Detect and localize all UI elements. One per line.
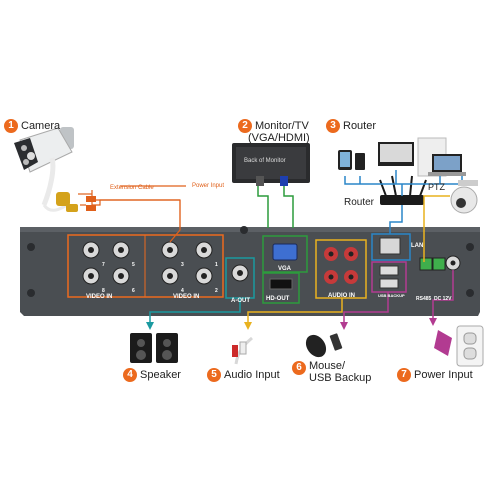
channel-number: 1: [215, 262, 218, 268]
audio-cable-icon: [232, 336, 253, 365]
video-in-left-label: VIDEO IN: [86, 294, 113, 300]
phone-icon: [355, 153, 365, 170]
callout-label-speaker: Speaker: [140, 369, 181, 381]
channel-number: 2: [215, 288, 218, 294]
rs485-label: RS485: [416, 296, 432, 302]
extension-cable-label: Extension Cable: [110, 185, 154, 191]
callout-label-monitor: Monitor/TV: [255, 120, 309, 132]
ptz-camera-icon: [450, 180, 478, 214]
callout-label-usb-backup: USB Backup: [309, 372, 372, 384]
callout-number-3: 3: [326, 119, 340, 133]
vga-label: VGA: [278, 266, 292, 272]
callout-label-audio-input: Audio Input: [224, 369, 280, 381]
router-icon: [379, 175, 427, 205]
camera-icon: [14, 127, 74, 206]
callout-number-1: 1: [4, 119, 18, 133]
monitor-icon: [232, 143, 310, 186]
usb-backup-label: USB BACKUP: [378, 293, 405, 298]
hd-out-label: HD-OUT: [266, 296, 290, 302]
callout-number-5: 5: [207, 368, 221, 382]
power-outlet-icon: [434, 325, 484, 367]
callout-number-6: 6: [292, 361, 306, 375]
channel-number: 7: [102, 262, 105, 268]
channel-number: 5: [132, 262, 135, 268]
callout-label-router: Router: [343, 120, 377, 132]
callout-label-camera: Camera: [21, 120, 61, 132]
dc12v-label: DC 12V: [434, 296, 452, 302]
channel-number: 8: [102, 288, 105, 294]
callout-label-monitor-sub: (VGA/HDMI): [248, 132, 310, 144]
callout-number-2: 2: [238, 119, 252, 133]
callout-number-7: 7: [397, 368, 411, 382]
power-cable-label: Power Input: [192, 183, 225, 189]
bnc-connector: [82, 241, 213, 285]
callout-label-power-input: Power Input: [414, 369, 473, 381]
dvr-back-panel: [20, 226, 480, 316]
callout-label-mouse: Mouse/: [309, 360, 346, 372]
speaker-icon: [130, 333, 178, 363]
channel-number: 3: [181, 262, 184, 268]
audio-in-label: AUDIO IN: [328, 293, 355, 299]
lan-label: LAN: [411, 243, 424, 249]
callout-number-4: 4: [123, 368, 137, 382]
video-in-right-label: VIDEO IN: [173, 294, 200, 300]
channel-number: 6: [132, 288, 135, 294]
monitor-screen-text: Back of Monitor: [244, 158, 286, 164]
a-out-label: A-OUT: [231, 298, 250, 304]
router-label: Router: [344, 197, 375, 208]
channel-number: 4: [181, 288, 184, 294]
ptz-label: PTZ: [428, 182, 445, 192]
mouse-icon: [305, 333, 343, 358]
